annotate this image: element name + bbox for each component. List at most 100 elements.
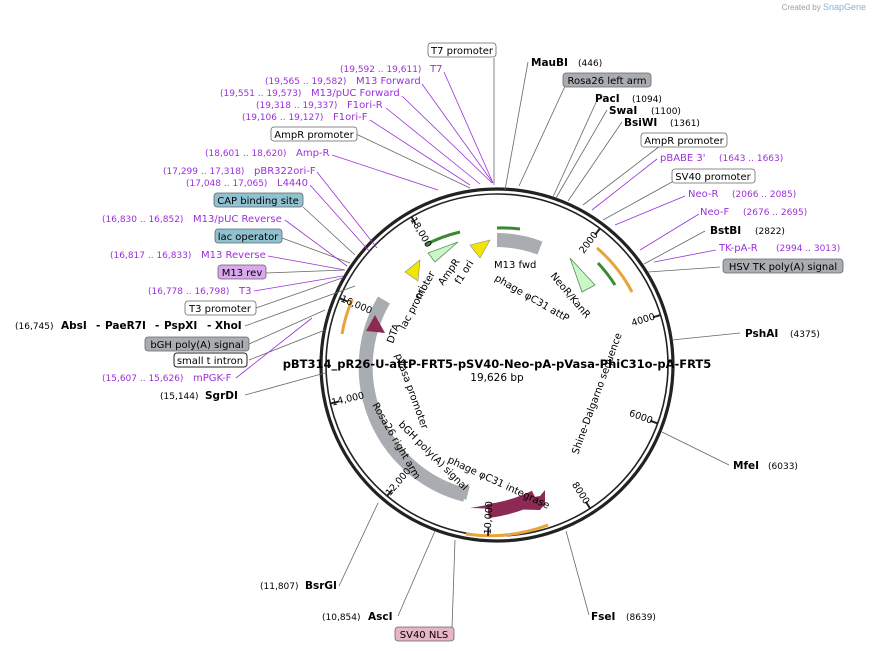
tick-label-0: 2000 — [577, 230, 600, 256]
box-t7-promoter-label: T7 promoter — [430, 46, 494, 57]
primer-neo-r[interactable]: Neo-R — [688, 189, 719, 200]
enzyme-leaders — [244, 61, 741, 617]
box-ampr-promoter-left-label: AmpR promoter — [274, 130, 354, 141]
enzyme-absi-pos: (16,745) — [15, 322, 54, 332]
primer-m13-reverse[interactable]: M13 Reverse — [201, 250, 266, 261]
primer-amp-r[interactable]: Amp-R — [296, 148, 330, 159]
box-t3-promoter[interactable]: T3 promoter — [184, 300, 257, 316]
tick-label-2: 6000 — [628, 408, 654, 427]
box-rosa26-left-arm-label: Rosa26 left arm — [567, 76, 646, 87]
enzyme-sep-1: - — [96, 320, 100, 332]
primer-pbr322ori-f[interactable]: pBR322ori-F — [254, 166, 316, 177]
primer-m13-puc-forward[interactable]: M13/pUC Forward — [311, 88, 400, 99]
enzyme-absi[interactable]: AbsI — [61, 320, 87, 332]
box-t3-promoter-label: T3 promoter — [188, 304, 252, 315]
boxed-feature-labels: T7 promoter Rosa26 left arm AmpR promote… — [144, 42, 844, 642]
box-bgh-polya-label: bGH poly(A) signal — [150, 340, 243, 351]
tick-label-7: 16,000 — [339, 294, 374, 317]
box-ampr-promoter-right[interactable]: AmpR promoter — [640, 132, 728, 148]
primer-l4440-pos: (17,048 .. 17,065) — [186, 179, 267, 189]
enzyme-maubi[interactable]: MauBI — [531, 57, 568, 69]
tick-label-6: 14,000 — [330, 390, 365, 408]
enzyme-sgrdi[interactable]: SgrDI — [205, 390, 238, 402]
box-lac-operator[interactable]: lac operator — [214, 228, 283, 244]
enzyme-paer7i[interactable]: PaeR7I — [105, 320, 146, 332]
primer-mpgk-f-pos: (15,607 .. 15,626) — [102, 374, 183, 384]
enzyme-bstbi-pos: (2822) — [755, 227, 785, 237]
box-small-t-intron-label: small t intron — [177, 356, 243, 367]
enzyme-sep-3: - — [207, 320, 211, 332]
box-cap-binding-site[interactable]: CAP binding site — [213, 192, 304, 208]
box-sv40-nls[interactable]: SV40 NLS — [394, 626, 455, 642]
inner-label-m13-fwd: M13 fwd — [494, 260, 536, 271]
orange-arc-left — [340, 299, 354, 335]
enzyme-asci-pos: (10,854) — [322, 613, 361, 623]
enzyme-pshai[interactable]: PshAI — [745, 328, 778, 340]
box-rosa26-left-arm[interactable]: Rosa26 left arm — [562, 72, 652, 88]
primer-m13-puc-reverse[interactable]: M13/pUC Reverse — [193, 214, 282, 225]
box-sv40-promoter[interactable]: SV40 promoter — [671, 168, 756, 184]
enzyme-sgrdi-pos: (15,144) — [160, 392, 199, 402]
primer-m13-forward[interactable]: M13 Forward — [356, 76, 421, 87]
primer-labels: (19,592 .. 19,611) T7 (19,565 .. 19,582)… — [102, 64, 840, 384]
green-arc-top — [496, 226, 521, 231]
primer-neo-f[interactable]: Neo-F — [700, 207, 730, 218]
box-t7-promoter[interactable]: T7 promoter — [427, 42, 497, 58]
enzyme-fsei[interactable]: FseI — [591, 611, 615, 623]
inner-label-dta: DTA — [385, 322, 402, 345]
primer-t7-pos: (19,592 .. 19,611) — [340, 65, 421, 75]
box-bgh-polya[interactable]: bGH poly(A) signal — [144, 336, 250, 352]
enzyme-swai[interactable]: SwaI — [609, 105, 637, 117]
neor-kanr-arrow — [569, 257, 596, 293]
enzyme-bsiwi[interactable]: BsiWI — [624, 117, 657, 129]
sv40-nls-arc — [458, 484, 470, 500]
enzyme-maubi-pos: (446) — [578, 59, 602, 69]
enzyme-bstbi[interactable]: BstBI — [710, 225, 741, 237]
tick-3 — [584, 501, 591, 509]
primer-pbabe3[interactable]: pBABE 3' — [660, 153, 706, 164]
primer-t7[interactable]: T7 — [429, 64, 442, 75]
enzyme-paci[interactable]: PacI — [595, 93, 620, 105]
enzyme-paci-pos: (1094) — [632, 95, 662, 105]
orange-arc-bottom — [465, 523, 549, 538]
primer-f1ori-f[interactable]: F1ori-F — [333, 112, 368, 123]
primer-leaders — [235, 71, 717, 379]
enzyme-fsei-pos: (8639) — [626, 613, 656, 623]
primer-t3[interactable]: T3 — [238, 286, 251, 297]
box-lac-operator-label: lac operator — [218, 232, 279, 243]
primer-f1ori-f-pos: (19,106 .. 19,127) — [242, 113, 323, 123]
primer-m13-reverse-pos: (16,817 .. 16,833) — [110, 251, 191, 261]
primer-m13-puc-reverse-pos: (16,830 .. 16,852) — [102, 215, 183, 225]
enzyme-mfei[interactable]: MfeI — [733, 460, 759, 472]
enzyme-pspxi[interactable]: PspXI — [164, 320, 197, 332]
enzyme-bsrgi[interactable]: BsrGI — [305, 580, 337, 592]
rosa26-left-arm-arc — [496, 233, 543, 255]
primer-f1ori-r[interactable]: F1ori-R — [347, 100, 383, 111]
tick-2 — [649, 419, 659, 425]
credit-prefix: Created by — [781, 3, 821, 12]
box-ampr-promoter-left[interactable]: AmpR promoter — [270, 126, 358, 142]
box-hsv-tk-polya[interactable]: HSV TK poly(A) signal — [722, 258, 844, 274]
dta-arrow — [366, 315, 385, 333]
primer-neo-f-pos: (2676 .. 2695) — [743, 208, 807, 218]
enzyme-xhoi[interactable]: XhoI — [215, 320, 242, 332]
box-ampr-promoter-right-label: AmpR promoter — [644, 136, 724, 147]
enzyme-mfei-pos: (6033) — [768, 462, 798, 472]
tick-label-3: 8000 — [569, 480, 591, 506]
tick-8 — [410, 216, 417, 225]
enzyme-bsrgi-pos: (11,807) — [260, 582, 299, 592]
phage-phic31-integrase-arc — [486, 490, 539, 518]
box-small-t-intron[interactable]: small t intron — [173, 352, 248, 368]
ampr-arrow — [427, 241, 459, 263]
primer-pbr322ori-f-pos: (17,299 .. 17,318) — [163, 167, 244, 177]
primer-mpgk-f[interactable]: mPGK-F — [193, 373, 232, 384]
primer-tk-pa-r[interactable]: TK-pA-R — [718, 243, 758, 254]
tick-7 — [339, 297, 348, 303]
primer-l4440[interactable]: L4440 — [277, 178, 308, 189]
ori-arrow — [404, 259, 421, 282]
enzyme-swai-pos: (1100) — [651, 107, 681, 117]
enzyme-labels: MauBI (446) PacI (1094) SwaI (1100) BsiW… — [15, 57, 820, 623]
box-m13-rev[interactable]: M13 rev — [217, 264, 267, 280]
enzyme-asci[interactable]: AscI — [368, 611, 393, 623]
